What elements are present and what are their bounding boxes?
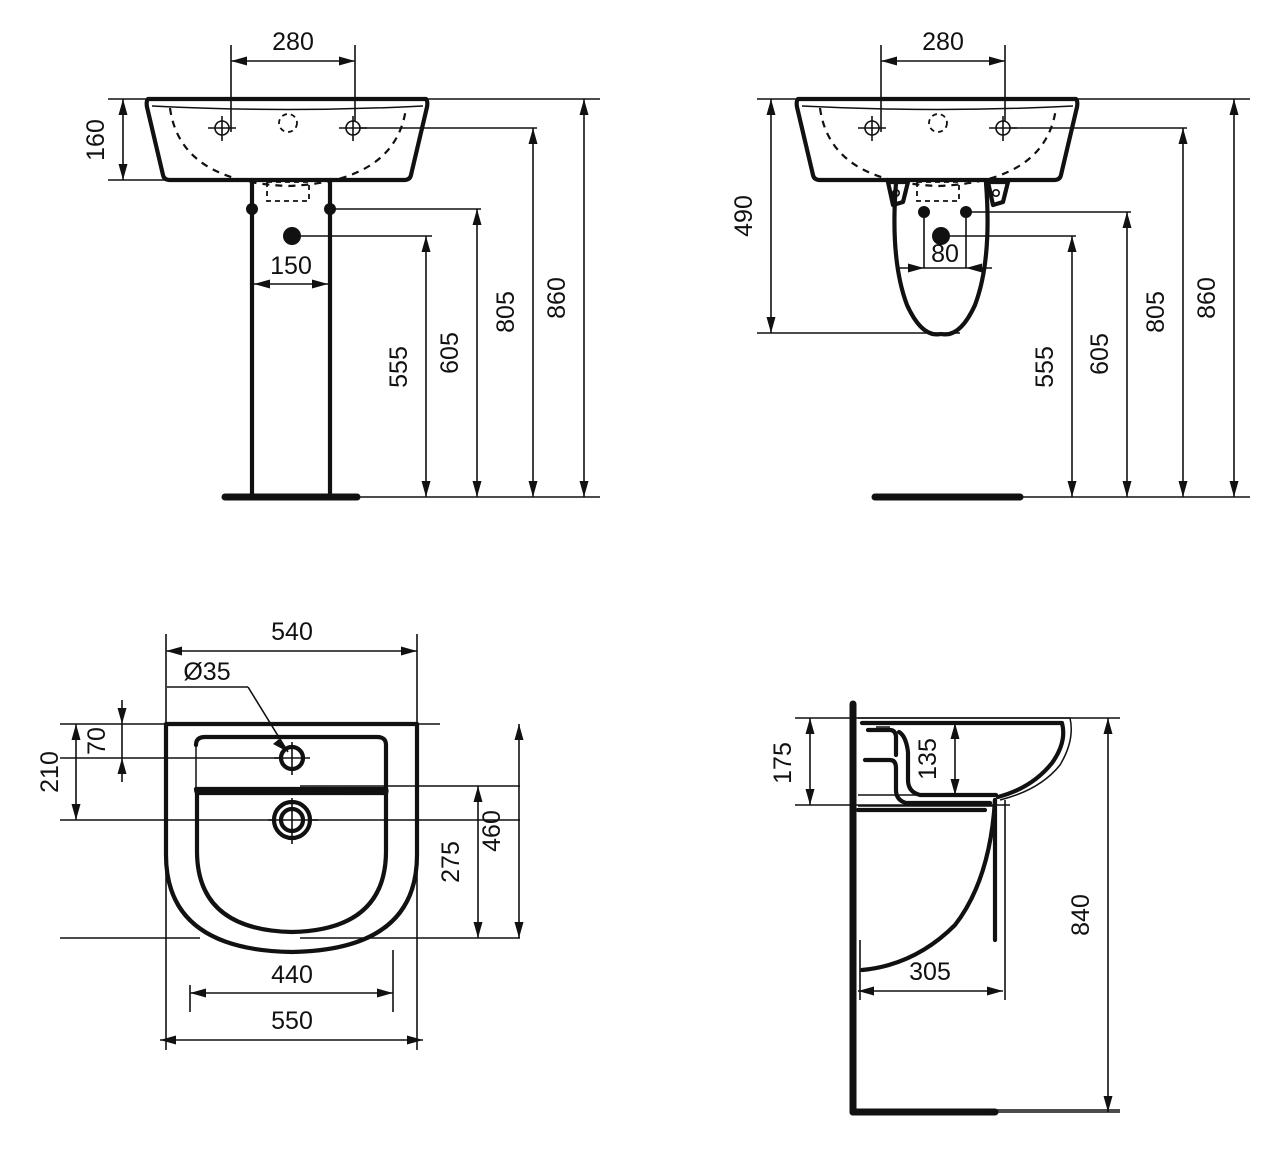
dimension-label-135: 135 xyxy=(914,738,942,780)
dimension-label-70: 70 xyxy=(83,727,111,755)
dimension-70-plan: 70 xyxy=(83,700,127,782)
dimension-label-280-a: 280 xyxy=(272,28,314,56)
dimension-280-front-semipedestal: 280 xyxy=(881,28,1005,66)
dimension-label-diameter-35: Ø35 xyxy=(183,658,230,686)
dimension-805-front-pedestal: 805 xyxy=(492,128,538,497)
tap-hole-right-b xyxy=(989,116,1017,141)
dimension-label-160: 160 xyxy=(82,119,110,161)
dimension-305-side: 305 xyxy=(858,958,1003,996)
leader-diameter-35: Ø35 xyxy=(167,658,289,753)
dimension-label-555-b: 555 xyxy=(1031,346,1059,388)
dimension-555-front-semipedestal: 555 xyxy=(1031,236,1077,497)
dimension-label-540: 540 xyxy=(271,618,313,646)
view-front-pedestal: 280 160 xyxy=(82,28,600,501)
overflow-hole-center xyxy=(278,113,298,133)
semi-pedestal xyxy=(892,180,990,337)
dimension-label-80: 80 xyxy=(931,240,959,268)
dimension-275-plan: 275 xyxy=(437,786,483,938)
dimension-460-plan: 460 xyxy=(478,724,524,938)
mounting-bracket-left xyxy=(885,179,911,208)
dimension-150-front-pedestal: 150 xyxy=(254,252,328,289)
dimension-label-605-a: 605 xyxy=(436,332,464,374)
dimension-label-805-b: 805 xyxy=(1142,291,1170,333)
dimension-280-front-pedestal: 280 xyxy=(231,28,355,66)
basin-section-profile xyxy=(855,717,1072,973)
dimension-555-front-pedestal: 555 xyxy=(385,236,431,497)
dimension-label-840: 840 xyxy=(1067,894,1095,936)
dimension-440-plan: 440 xyxy=(190,961,393,998)
view-front-semipedestal: 280 490 xyxy=(730,28,1250,501)
dimension-175-side: 175 xyxy=(769,718,815,805)
dimension-label-175: 175 xyxy=(769,742,797,784)
dimension-605-front-semipedestal: 605 xyxy=(1086,212,1132,497)
dimension-label-860-a: 860 xyxy=(543,277,571,319)
tap-hole-left-b xyxy=(858,116,886,141)
dimension-540-plan: 540 xyxy=(166,618,417,656)
dimension-label-490: 490 xyxy=(730,195,758,237)
basin-outline-plan xyxy=(163,721,420,955)
dimension-label-460: 460 xyxy=(478,810,506,852)
dimension-605-front-pedestal: 605 xyxy=(436,209,482,497)
overflow-hole-center-b xyxy=(928,113,948,133)
dimension-label-210: 210 xyxy=(36,751,64,793)
dimension-805-front-semipedestal: 805 xyxy=(1142,128,1188,497)
dimension-label-605-b: 605 xyxy=(1086,333,1114,375)
dimension-label-305: 305 xyxy=(909,958,951,986)
basin-body-front-pedestal xyxy=(144,96,430,202)
view-plan: 540 xyxy=(36,618,524,1050)
dimension-label-150: 150 xyxy=(270,252,312,280)
dimension-label-280-b: 280 xyxy=(922,28,964,56)
pedestal-column xyxy=(221,177,361,501)
tap-hole-left xyxy=(208,116,236,141)
dimension-label-555-a: 555 xyxy=(385,346,413,388)
extension-lines-front-semipedestal xyxy=(757,45,1250,498)
dimension-label-275: 275 xyxy=(437,841,465,883)
dimension-label-860-b: 860 xyxy=(1193,277,1221,319)
mounting-bracket-right xyxy=(985,179,1011,208)
extension-lines-front-pedestal xyxy=(108,45,600,498)
dimension-490-front-semipedestal: 490 xyxy=(730,99,776,333)
dimension-label-440: 440 xyxy=(271,961,313,989)
dimension-860-front-pedestal: 860 xyxy=(543,99,589,497)
waste-hole-plan xyxy=(268,798,318,844)
dimension-80-front-semipedestal: 80 xyxy=(898,240,992,273)
dimension-860-front-semipedestal: 860 xyxy=(1193,99,1239,497)
dimension-840-side: 840 xyxy=(1067,718,1113,1112)
dimension-135-side: 135 xyxy=(914,723,960,795)
basin-body-front-semipedestal xyxy=(794,96,1080,208)
tap-hole-right xyxy=(339,116,367,141)
dimension-160-front-pedestal: 160 xyxy=(82,99,128,180)
dimension-label-550: 550 xyxy=(271,1007,313,1035)
dimension-label-805-a: 805 xyxy=(492,291,520,333)
dimension-550-plan: 550 xyxy=(160,1007,423,1045)
tap-hole-plan xyxy=(274,742,310,775)
dimension-210-plan: 210 xyxy=(36,724,81,820)
view-side-section: 175 135 305 840 xyxy=(769,700,1120,1116)
